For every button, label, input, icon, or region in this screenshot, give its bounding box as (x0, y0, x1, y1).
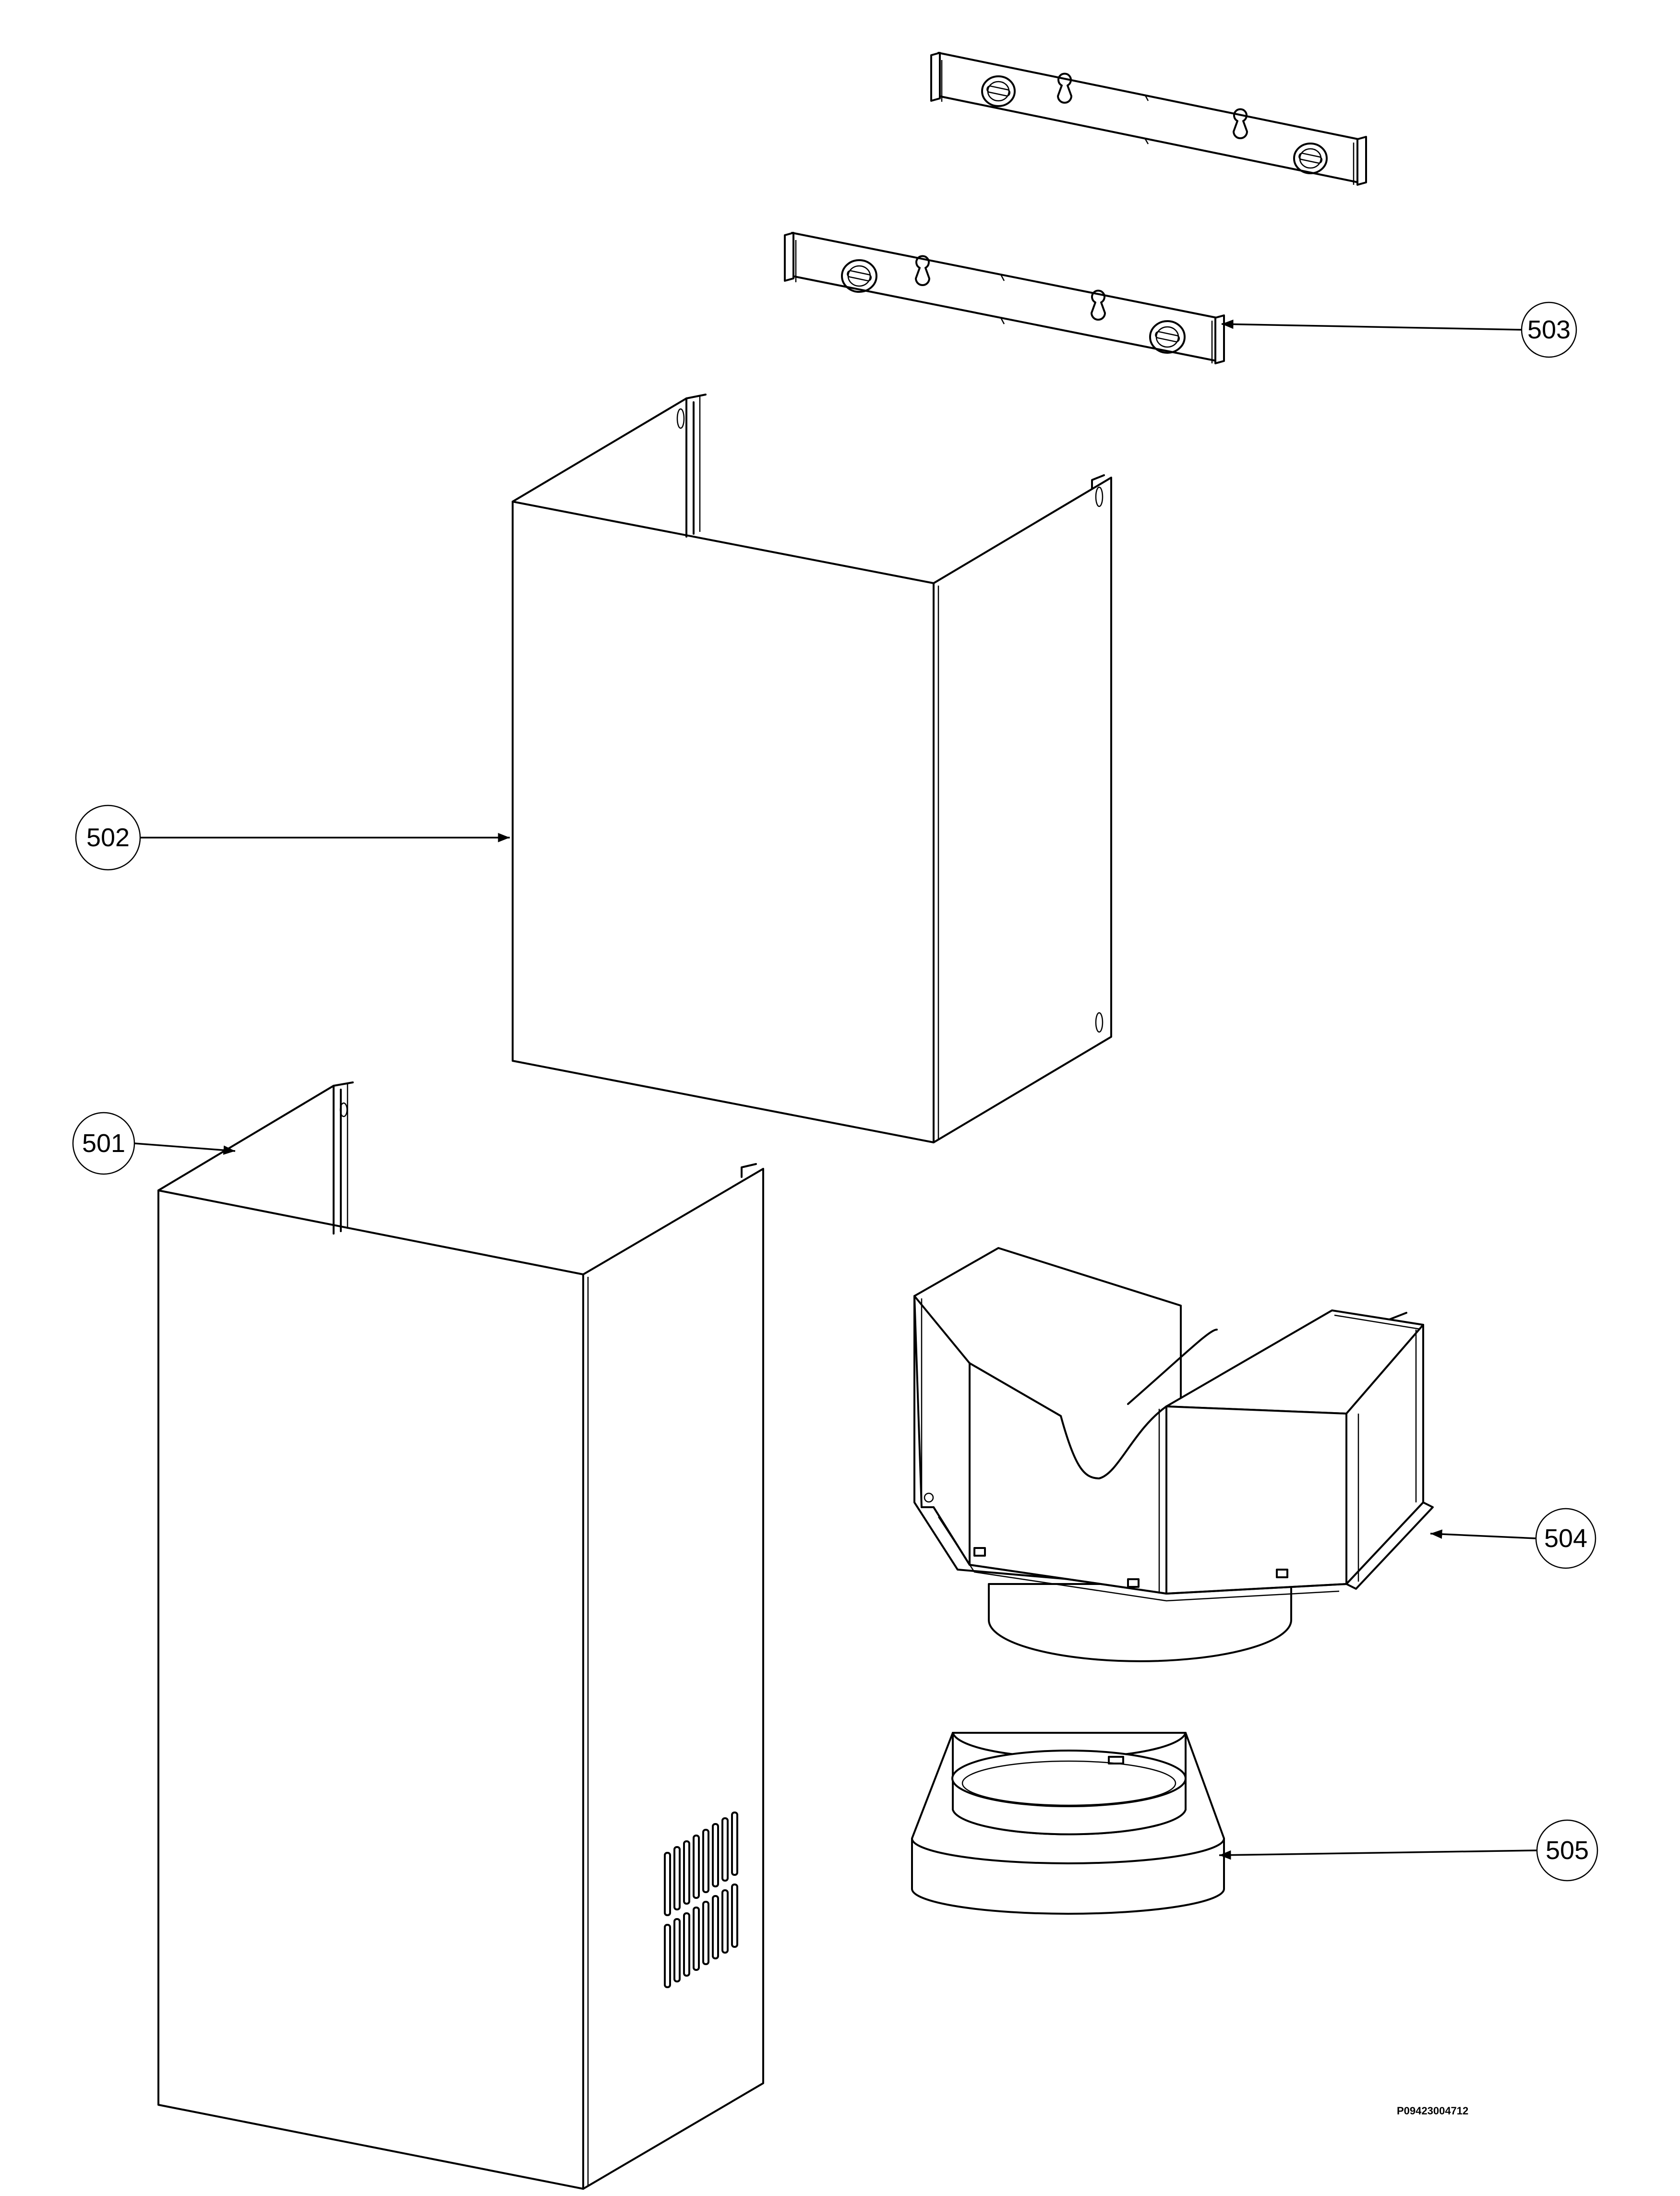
reducer-ring (911, 1732, 1225, 1915)
wall-bracket-upper (930, 52, 1367, 186)
lower-chimney-cover (157, 1081, 764, 2190)
callout-503: 503 (1221, 301, 1577, 358)
drawing-reference-number: P09423004712 (1397, 2105, 1468, 2117)
callout-502: 502 (75, 804, 510, 871)
callout-504: 504 (1430, 1508, 1596, 1569)
upper-chimney-cover (512, 394, 1112, 1143)
air-deflector (913, 1247, 1434, 1662)
callout-502-label: 502 (86, 823, 130, 852)
vent-slots (664, 1812, 738, 1988)
callout-505-label: 505 (1546, 1836, 1589, 1865)
callout-501: 501 (72, 1112, 236, 1175)
callout-504-label: 504 (1544, 1524, 1587, 1553)
wall-bracket-lower (784, 232, 1225, 364)
callout-503-label: 503 (1527, 315, 1571, 344)
callout-501-label: 501 (82, 1129, 125, 1158)
callout-505: 505 (1219, 1819, 1598, 1882)
